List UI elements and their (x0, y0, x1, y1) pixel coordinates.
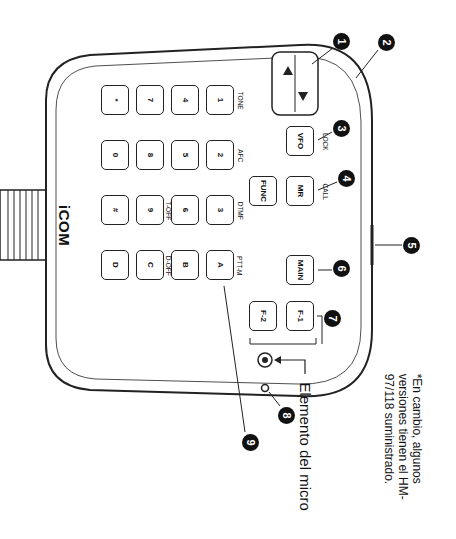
key-label: 0 (111, 153, 119, 157)
key-label: MAIN (296, 260, 304, 280)
key-label: 7 (146, 98, 154, 102)
key-button: 0 (101, 140, 129, 170)
key-label: D (111, 262, 119, 268)
key-label: F-1 (296, 310, 304, 322)
brand-logo: iCOM (55, 205, 72, 246)
callout-number: 8 (278, 407, 295, 424)
callout-number: 5 (403, 237, 420, 254)
key-legend: AFC (236, 149, 243, 162)
key-label: * (111, 98, 119, 101)
key-button: VFO (286, 126, 314, 156)
key-button: MAIN (286, 255, 314, 285)
key-button: # (101, 195, 129, 225)
key-button: MR (286, 176, 314, 206)
key-label: 4 (181, 98, 189, 102)
led (262, 385, 269, 392)
key-button: B (171, 250, 199, 280)
key-label: A (216, 262, 224, 268)
note-text: *En cambio, algunos versiones tienen el … (381, 373, 422, 531)
key-button: 4 (171, 85, 199, 115)
key-label: 3 (216, 208, 224, 212)
key-button: F-2 (249, 301, 277, 331)
key-label: F-2 (259, 310, 267, 322)
key-label: 5 (181, 153, 189, 157)
key-legend: T-OFF (164, 201, 171, 220)
key-button: F-1 (286, 301, 314, 331)
key-button: 9 (136, 195, 164, 225)
callout-number: 7 (324, 310, 341, 327)
key-button: 5 (171, 140, 199, 170)
key-legend: PTT-M (236, 255, 243, 275)
key-button: A (206, 250, 234, 280)
key-legend: CALL (321, 183, 328, 199)
key-button: 2 (206, 140, 234, 170)
callout-number: 9 (242, 434, 259, 451)
callout-number: 4 (338, 170, 355, 187)
key-legend: LOCK (321, 132, 328, 150)
key-button: 3 (206, 195, 234, 225)
key-button: D (101, 250, 129, 280)
key-button: * (101, 85, 129, 115)
key-label: 8 (146, 153, 154, 157)
key-label: MR (296, 185, 304, 197)
key-button: 8 (136, 140, 164, 170)
side-switch (371, 225, 374, 265)
key-label: FUNC (259, 180, 267, 202)
mic-body (46, 45, 372, 397)
up-down-keys (272, 52, 318, 115)
key-label: 6 (181, 208, 189, 212)
callout-number: 6 (333, 260, 350, 277)
key-label: C (146, 262, 154, 268)
mic-element (258, 353, 272, 367)
key-button: C (136, 250, 164, 280)
callout-number: 1 (333, 33, 350, 50)
key-label: 9 (146, 208, 154, 212)
key-button: 1 (206, 85, 234, 115)
key-legend: TONE (236, 91, 243, 109)
callout-number: 2 (378, 34, 395, 51)
cable (0, 190, 46, 260)
key-label: 1 (216, 98, 224, 102)
key-label: VFO (296, 133, 304, 149)
key-label: # (111, 208, 119, 212)
key-label: 2 (216, 153, 224, 157)
key-legend: DTMF (236, 201, 243, 219)
key-button: FUNC (249, 176, 277, 206)
key-button: 6 (171, 195, 199, 225)
key-legend: D-OFF (164, 255, 171, 275)
note-text: Elemento del micro (297, 382, 314, 510)
key-button: 7 (136, 85, 164, 115)
callout-number: 3 (333, 120, 350, 137)
key-label: B (181, 262, 189, 268)
